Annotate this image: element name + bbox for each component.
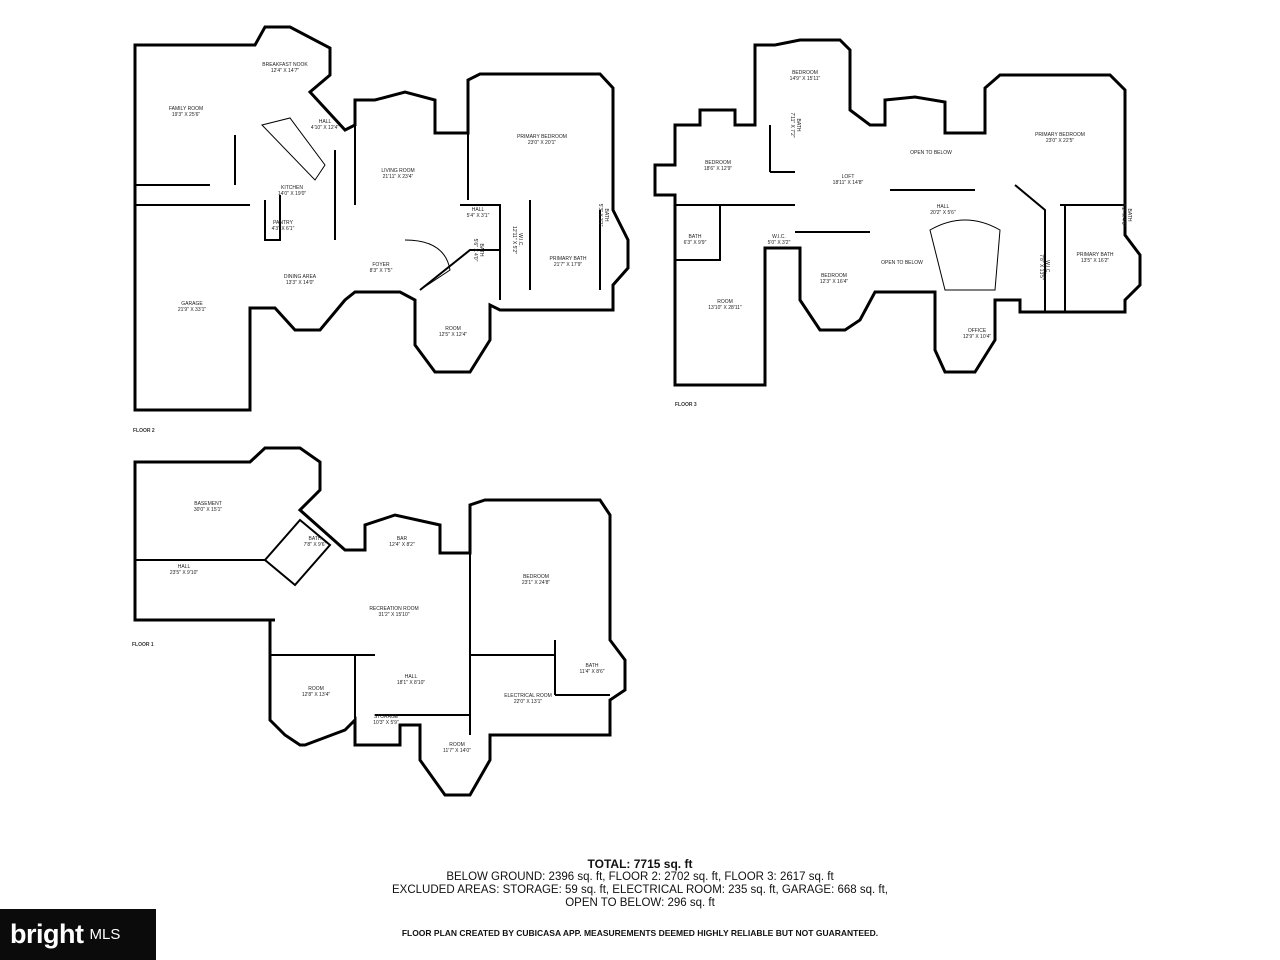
room-label: W.I.C.12'11" X 5'2" <box>511 226 523 254</box>
area-summary: TOTAL: 7715 sq. ft BELOW GROUND: 2396 sq… <box>0 858 1280 910</box>
area-breakdown: BELOW GROUND: 2396 sq. ft, FLOOR 2: 2702… <box>446 871 834 883</box>
room-label: W.I.C.7'8" X 13'5" <box>1038 254 1050 280</box>
room-label: W.I.C.5'0" X 3'2" <box>767 234 791 246</box>
logo-suffix: MLS <box>89 926 121 943</box>
floor-1-title: FLOOR 1 <box>132 642 154 648</box>
room-label: OPEN TO BELOW <box>910 150 952 156</box>
floor-3-walls <box>653 38 1142 387</box>
open-to-below-area: OPEN TO BELOW: 296 sq. ft <box>565 897 715 909</box>
bright-mls-logo: bright MLS <box>0 909 156 960</box>
excluded-areas: EXCLUDED AREAS: STORAGE: 59 sq. ft, ELEC… <box>392 884 888 896</box>
disclaimer: FLOOR PLAN CREATED BY CUBICASA APP. MEAS… <box>401 928 879 938</box>
floor-2-walls <box>133 25 630 412</box>
floor-3-title: FLOOR 3 <box>675 402 697 408</box>
logo-brand: bright <box>10 919 84 949</box>
floor-1-walls <box>133 446 627 797</box>
floor-2-title: FLOOR 2 <box>133 428 155 434</box>
room-label: OPEN TO BELOW <box>881 260 923 266</box>
total-area: TOTAL: 7715 sq. ft <box>587 857 693 871</box>
